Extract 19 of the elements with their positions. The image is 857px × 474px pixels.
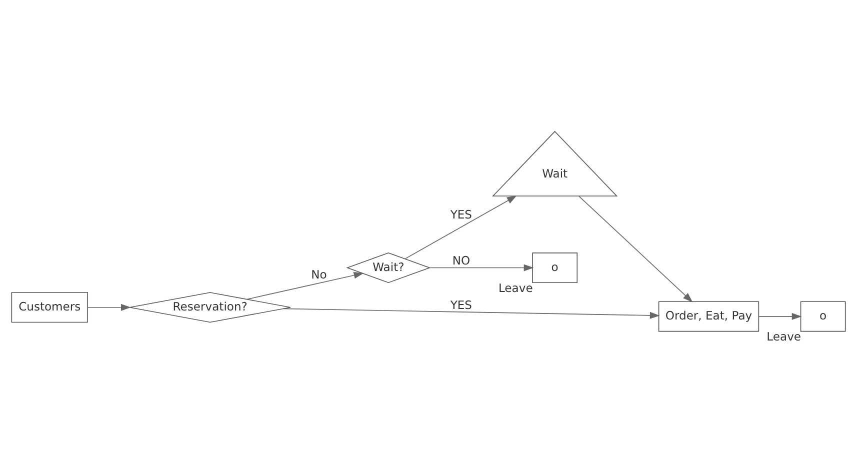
node-label: Leave xyxy=(498,280,533,294)
edge-label: NO xyxy=(452,253,470,268)
arrow xyxy=(758,312,802,320)
node-box: o xyxy=(532,252,578,283)
arrow xyxy=(246,271,364,300)
arrow xyxy=(404,195,517,259)
node-box: Order, Eat, Pay xyxy=(658,300,760,332)
arrow xyxy=(87,303,131,310)
arrow xyxy=(283,308,660,318)
edge-label: No xyxy=(311,267,327,282)
edge-label: YES xyxy=(450,206,472,221)
node-label: Leave xyxy=(766,329,802,344)
edge-label: YES xyxy=(450,298,472,312)
node-diamond: Reservation? xyxy=(129,292,291,322)
node-box: o xyxy=(800,300,846,332)
node-diamond: Wait? xyxy=(346,252,431,283)
node-box: Customers xyxy=(11,292,88,322)
arrow xyxy=(429,264,534,271)
arrow xyxy=(578,195,693,302)
